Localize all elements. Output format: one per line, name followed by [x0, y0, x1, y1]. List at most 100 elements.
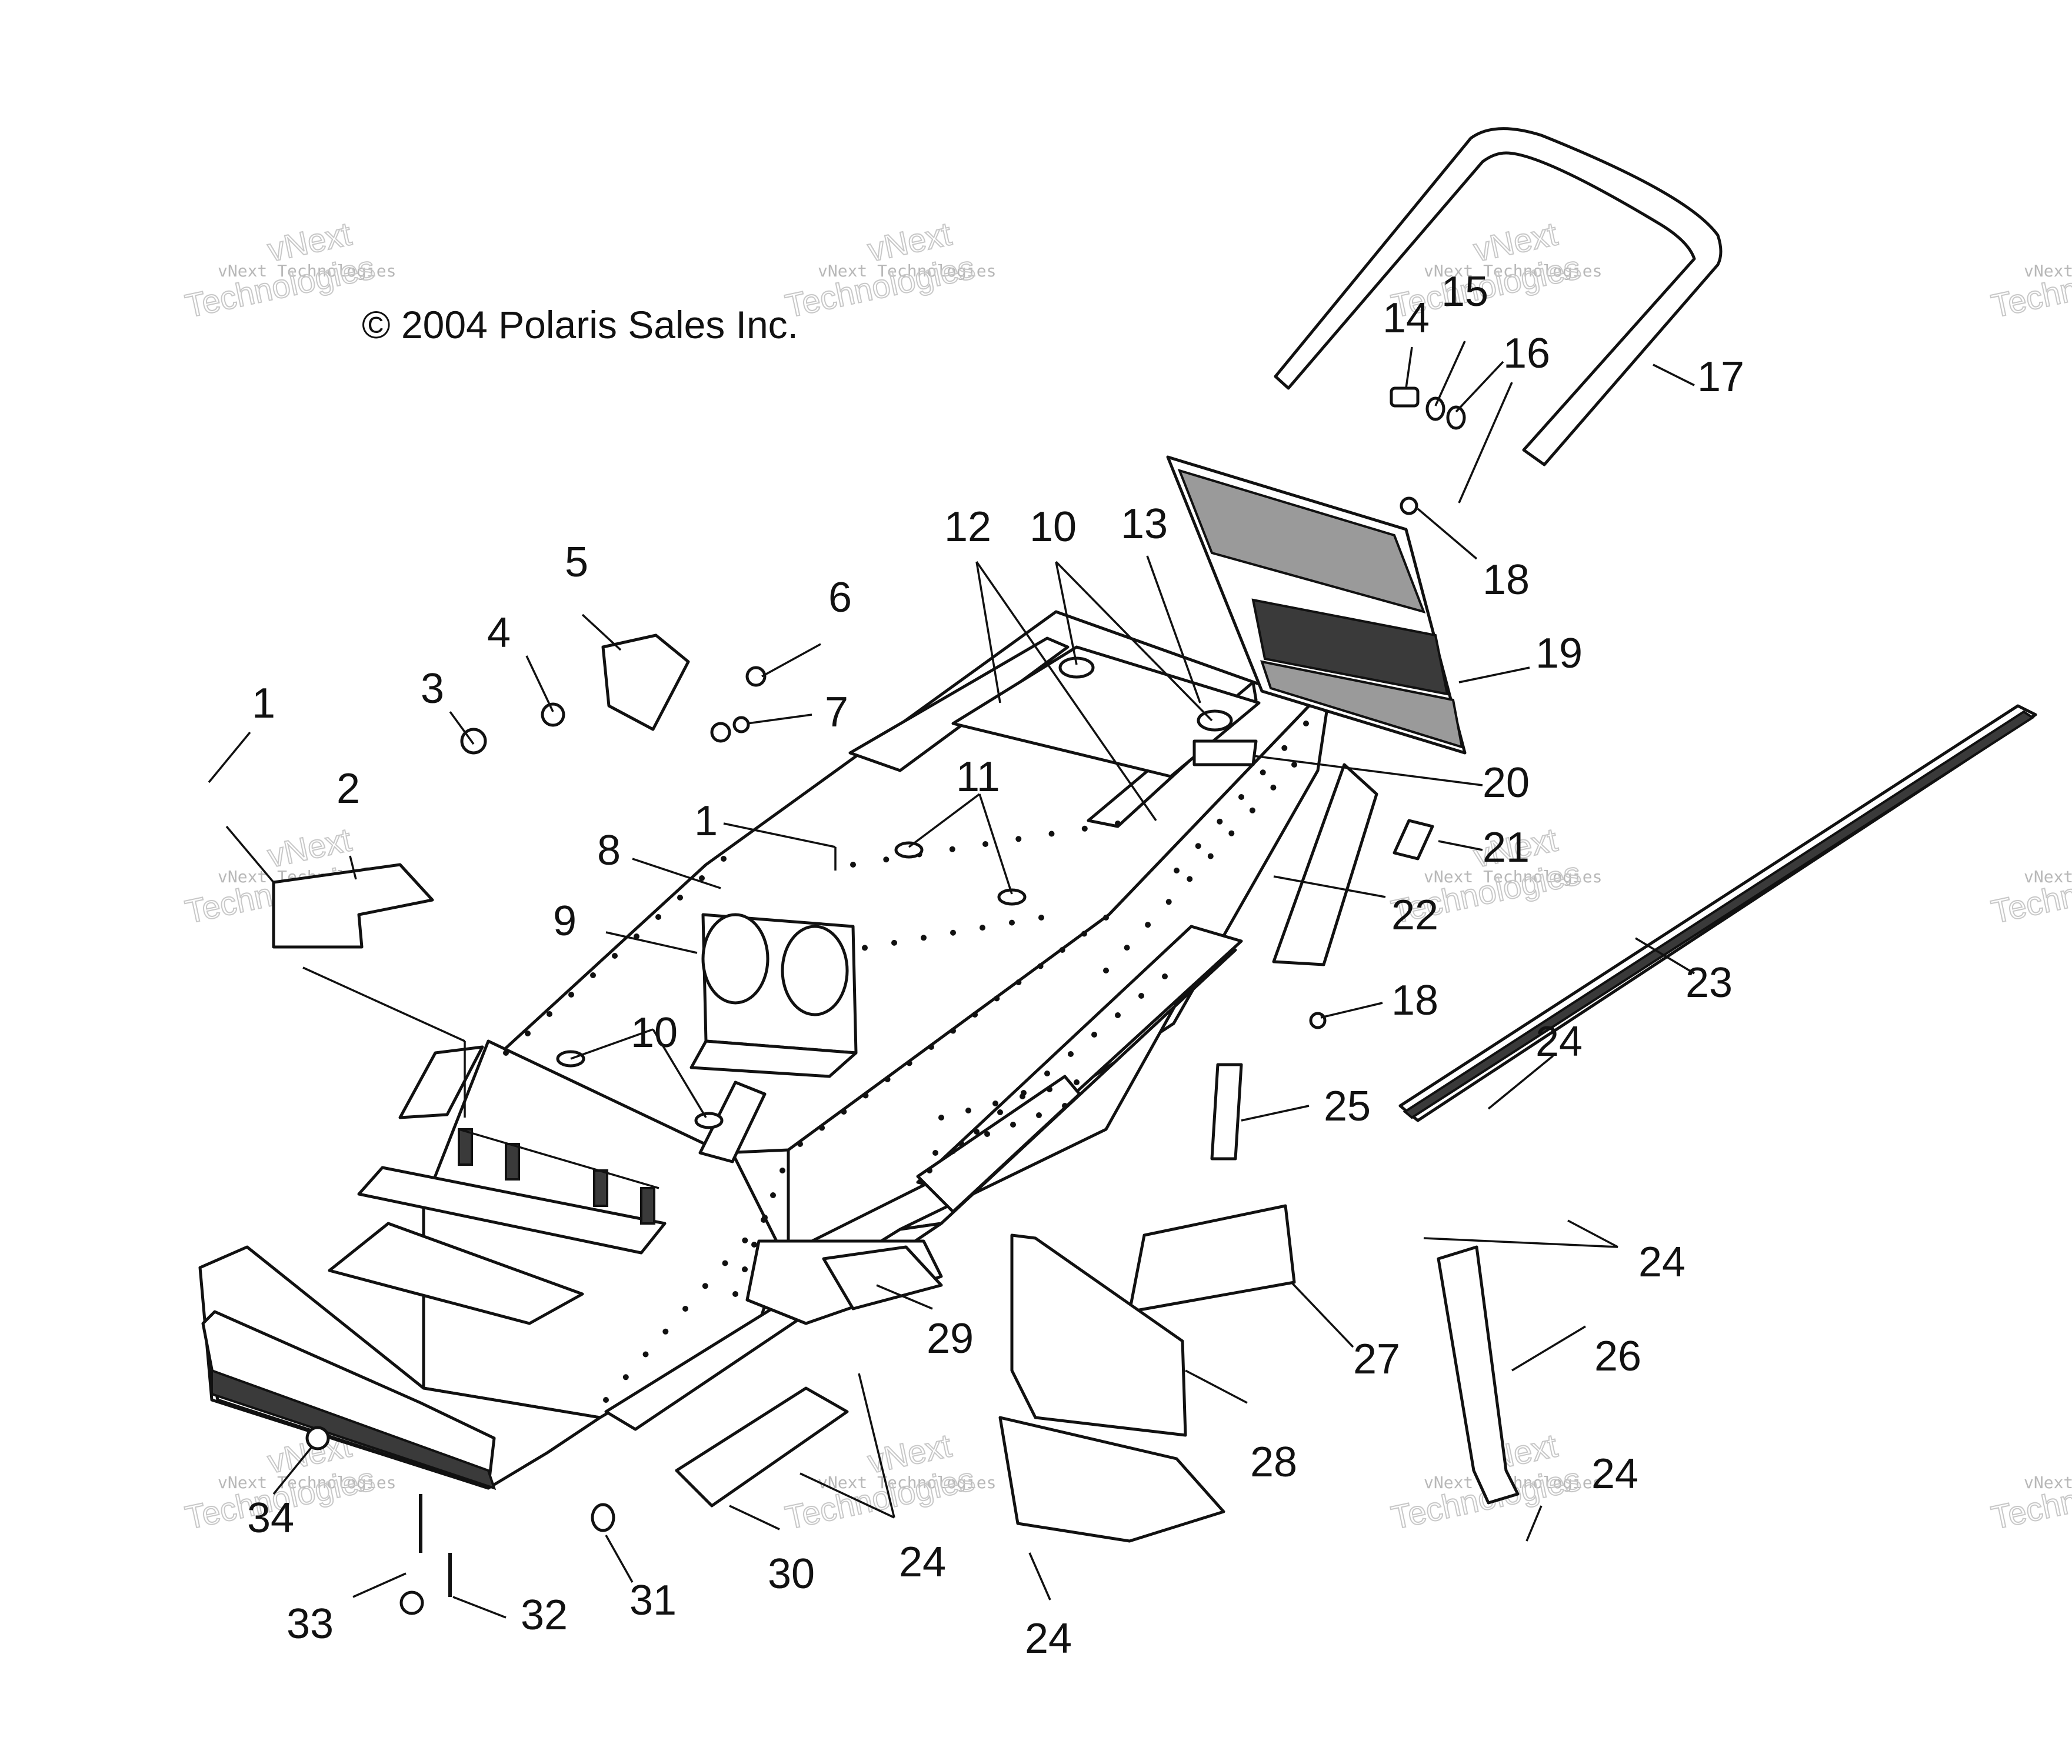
- callout-27: 27: [1353, 1336, 1400, 1383]
- rivet: [622, 1374, 629, 1380]
- rivet: [1195, 843, 1201, 849]
- rivet: [797, 1141, 803, 1147]
- callout-33: 33: [287, 1600, 334, 1648]
- rivet: [841, 1109, 847, 1115]
- rivet: [950, 1148, 956, 1154]
- rivet: [1047, 1086, 1052, 1092]
- rivet: [927, 1168, 932, 1173]
- rivet: [950, 929, 956, 936]
- watermark-small: vNext Technologies: [2024, 1473, 2072, 1492]
- rivet: [980, 925, 985, 931]
- rivet: [1115, 1012, 1121, 1018]
- rivet: [938, 1115, 944, 1121]
- rivet: [992, 1101, 998, 1106]
- rivet: [1044, 1071, 1050, 1076]
- callout-23: 23: [1685, 959, 1733, 1006]
- rivet: [682, 1306, 688, 1312]
- rivet: [751, 1242, 757, 1248]
- rivet: [721, 856, 727, 862]
- rivet: [1291, 762, 1297, 768]
- rivet: [742, 1237, 748, 1243]
- rivet: [1059, 947, 1065, 953]
- rivet: [1103, 915, 1109, 921]
- copyright-text: © 2004 Polaris Sales Inc.: [362, 303, 798, 346]
- rivet: [1010, 1122, 1016, 1128]
- watermark-small: vNext Technologies: [818, 261, 996, 281]
- rivet: [891, 939, 897, 946]
- callout-26: 26: [1594, 1333, 1641, 1380]
- rivet: [568, 992, 574, 998]
- rivet: [677, 895, 683, 901]
- rivet: [1165, 899, 1172, 905]
- rivet: [950, 1028, 956, 1034]
- leader-lines: [208, 341, 1695, 1619]
- rivet: [932, 1150, 938, 1156]
- rivet: [655, 914, 661, 920]
- watermark-small: vNext Technologies: [218, 1473, 396, 1492]
- callout-7: 7: [825, 689, 848, 736]
- watermark-small: vNext Technologies: [1424, 261, 1602, 281]
- callout-31: 31: [629, 1577, 677, 1624]
- rivet: [1081, 825, 1088, 832]
- callout-34: 34: [247, 1495, 294, 1542]
- part-19-rear-flap: [1166, 455, 1467, 755]
- callout-24: 24: [1591, 1450, 1638, 1498]
- callout-6: 6: [828, 574, 852, 621]
- watermark-small: vNext Technologies: [2024, 867, 2072, 886]
- callout-24: 24: [1535, 1018, 1583, 1065]
- rivet: [1187, 876, 1193, 882]
- callout-30: 30: [768, 1550, 815, 1598]
- callout-32: 32: [521, 1592, 568, 1639]
- callout-28: 28: [1250, 1439, 1297, 1486]
- rivet: [982, 841, 988, 847]
- callout-20: 20: [1483, 759, 1530, 806]
- callout-12: 12: [944, 503, 991, 551]
- watermark-small: vNext Technologies: [1424, 867, 1602, 886]
- rivet: [1062, 1103, 1068, 1109]
- rivet: [762, 1215, 768, 1221]
- rivet: [1303, 721, 1309, 726]
- rivet: [997, 1109, 1003, 1115]
- callout-4: 4: [487, 609, 511, 656]
- rivet-pattern: [503, 721, 1309, 1403]
- callout-18: 18: [1391, 977, 1438, 1024]
- rivet: [1238, 794, 1244, 800]
- rivet: [1115, 821, 1121, 826]
- rivet: [503, 1050, 509, 1056]
- rivet: [1145, 922, 1151, 928]
- chassis-tunnel: [198, 610, 1328, 1490]
- rivet: [780, 1168, 785, 1173]
- callout-21: 21: [1483, 824, 1530, 871]
- deck-holes: [556, 656, 1233, 1129]
- rivet: [1020, 1093, 1025, 1099]
- callout-11: 11: [956, 753, 1000, 801]
- rivet: [699, 875, 705, 881]
- callout-22: 22: [1391, 892, 1438, 939]
- watermark-big: Technologies: [1988, 248, 2072, 325]
- rivet: [1015, 979, 1022, 985]
- rivet: [1048, 831, 1055, 837]
- callout-24: 24: [899, 1539, 946, 1586]
- callout-29: 29: [927, 1315, 974, 1362]
- callout-24: 24: [1025, 1615, 1072, 1662]
- watermark-small: vNext Technologies: [818, 1473, 996, 1492]
- watermark-small: vNext Technologies: [2024, 261, 2072, 281]
- rivet: [1217, 818, 1223, 825]
- rivet: [1207, 853, 1214, 859]
- rivet: [906, 1060, 912, 1066]
- rivet: [525, 1031, 531, 1036]
- rivet: [1281, 745, 1288, 751]
- rivet: [921, 935, 927, 941]
- rivet: [1103, 968, 1109, 973]
- rivet: [862, 1092, 869, 1099]
- rivet: [612, 953, 618, 959]
- rivet: [984, 1131, 990, 1137]
- callout-25: 25: [1324, 1083, 1371, 1130]
- rivet: [732, 1291, 738, 1297]
- rivet: [1124, 945, 1130, 951]
- callout-1: 1: [252, 680, 275, 727]
- rivet: [884, 1076, 891, 1082]
- rivet: [1174, 868, 1180, 873]
- rivet: [1138, 993, 1144, 999]
